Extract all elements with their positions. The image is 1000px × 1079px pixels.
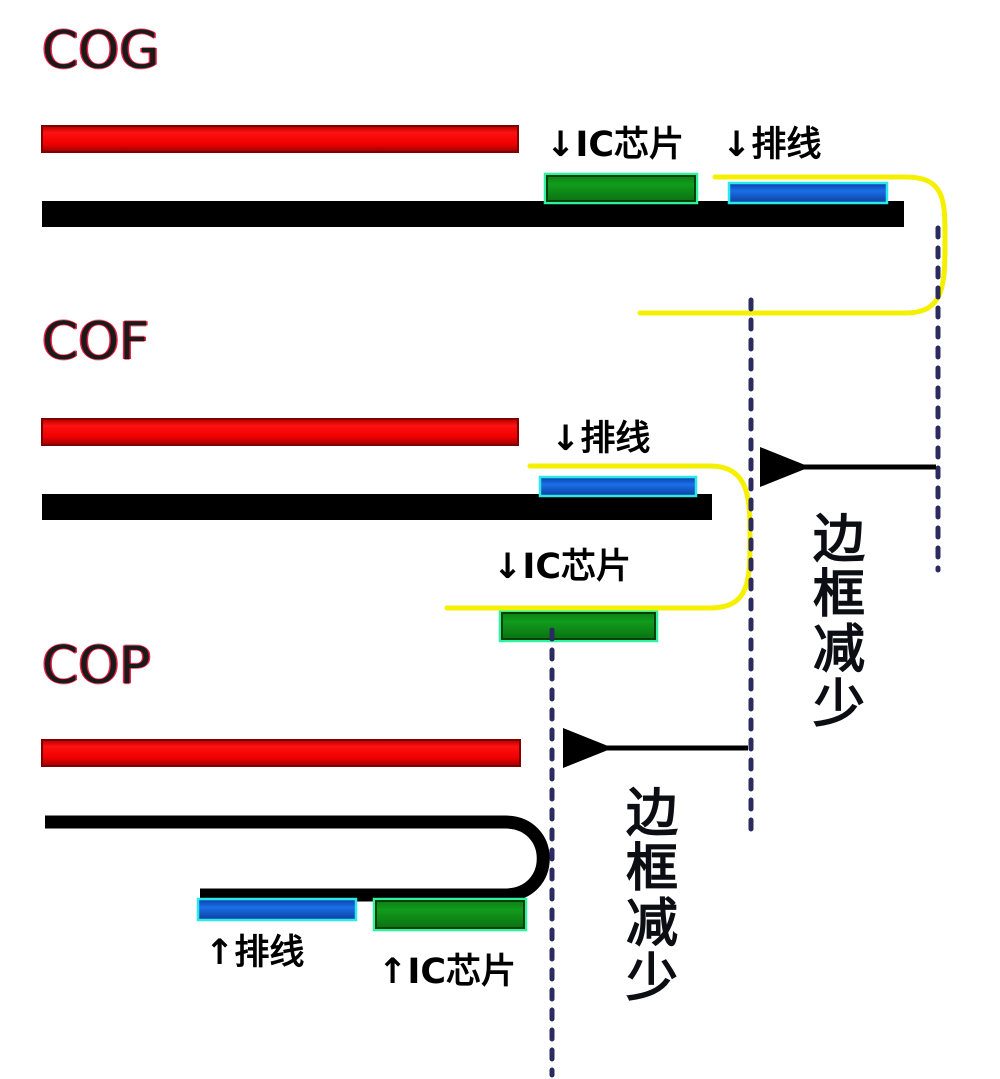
section-title-cof: COF [42,312,150,372]
cop-flex-cable [196,897,358,922]
label-cop-flex-cable: ↑排线 [205,933,305,973]
label-cop-ic-chip: ↑IC芯片 [378,952,517,992]
cog-cable-path [637,174,948,316]
annotation-bezel-reduction-cof: 边框减少 [812,510,865,736]
section-title-cop: COP [42,636,151,696]
cof-substrate [42,494,712,520]
label-cof-flex-cable: ↓排线 [551,419,651,459]
section-title-cog: COG [42,21,160,81]
cog-glass-panel [41,125,519,153]
label-cog-flex-cable: ↓排线 [722,125,822,165]
cog-ic-chip [543,172,699,205]
cop-glass-panel [41,739,521,767]
annotation-bezel-reduction-cop: 边框减少 [625,784,678,1010]
cof-ic-chip [498,609,659,643]
cof-flex-cable [538,475,698,498]
label-cof-ic-chip: ↓IC芯片 [493,547,632,587]
cog-substrate [42,201,904,227]
cog-flex-cable [727,181,889,205]
cop-ic-chip [372,897,528,932]
label-cog-ic-chip: ↓IC芯片 [546,125,685,165]
cop-substrate-folded [45,815,550,902]
cof-glass-panel [41,418,519,446]
